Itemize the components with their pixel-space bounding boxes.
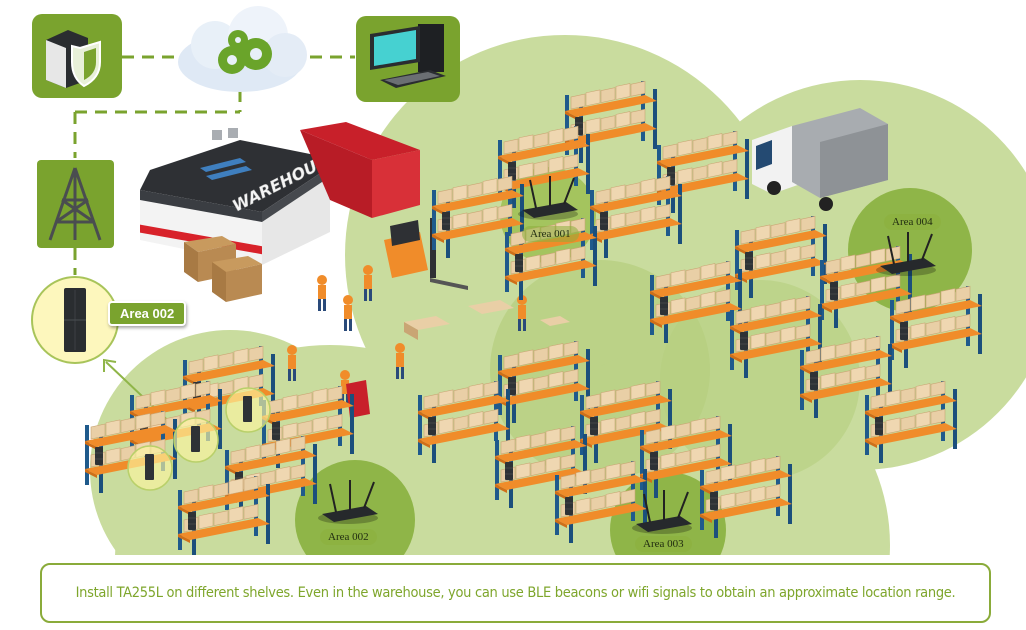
area-003-label: Area 003	[635, 536, 692, 552]
caption-text: Install TA255L on different shelves. Eve…	[75, 584, 956, 601]
warehouse-illustration: WAREHOUSE	[31, 6, 1026, 630]
area-001-label: Area 001	[522, 226, 579, 242]
cloud-gears-icon	[178, 6, 307, 92]
area-002-label: Area 002	[320, 529, 377, 545]
desktop-computer-icon	[356, 16, 460, 102]
secure-server-icon	[32, 14, 122, 98]
caption-box: Install TA255L on different shelves. Eve…	[40, 563, 991, 623]
area-002-callout-tag: Area 002	[108, 301, 187, 326]
cell-tower-icon	[37, 160, 114, 248]
delivery-truck	[752, 108, 888, 211]
warehouse-building: WAREHOUSE	[140, 122, 420, 302]
area-004-label: Area 004	[884, 214, 941, 230]
